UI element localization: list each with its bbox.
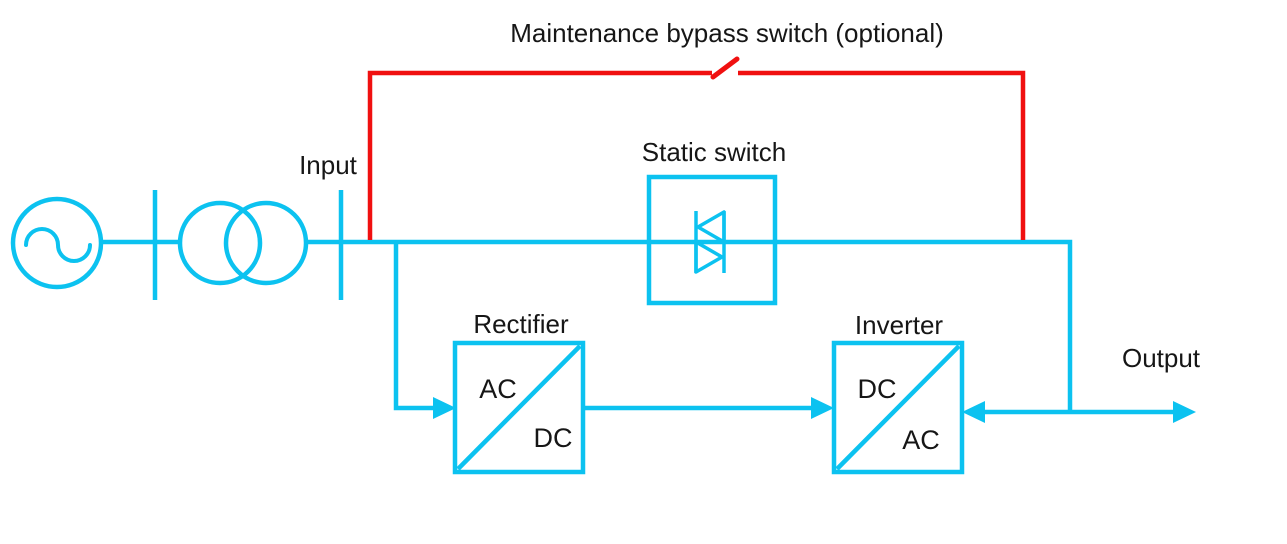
rectifier-box — [452, 340, 586, 475]
inverter-label: Inverter — [855, 310, 943, 340]
output-label: Output — [1122, 343, 1201, 373]
inverter-block: DC AC — [831, 340, 965, 475]
rectifier-input-arrow-icon — [433, 397, 456, 419]
inverter-box — [831, 340, 965, 475]
input-label: Input — [299, 150, 358, 180]
static-switch-box — [646, 174, 778, 306]
inverter-dc-label: DC — [858, 374, 897, 404]
transformer-coil-right — [223, 200, 309, 286]
transformer-icon — [177, 200, 309, 286]
rectifier-block: AC DC — [452, 340, 586, 475]
output-arrow-icon — [1173, 401, 1196, 423]
rectifier-diagonal — [456, 344, 582, 471]
thyristor-pair-icon — [694, 210, 726, 274]
inverter-diagonal — [835, 344, 961, 471]
sine-wave-icon — [24, 227, 92, 263]
inverter-ac-label: AC — [902, 425, 940, 455]
bypass-label: Maintenance bypass switch (optional) — [510, 18, 944, 48]
rectifier-feed-line — [393, 242, 434, 411]
rectifier-ac-label: AC — [479, 374, 517, 404]
rectifier-label: Rectifier — [473, 309, 569, 339]
bypass-line-left — [367, 70, 712, 240]
thyristor-triangle-left — [696, 210, 726, 244]
bypass-line-right — [738, 70, 1026, 240]
ac-source-icon — [10, 196, 104, 290]
bypass-path — [367, 56, 1026, 240]
static-switch-label: Static switch — [642, 137, 787, 167]
bypass-switch-blade-icon — [710, 56, 740, 80]
transformer-coil-left — [177, 200, 263, 286]
main-bus-line — [306, 239, 1073, 412]
inverter-output-arrow-icon — [962, 401, 985, 423]
thyristor-triangle-right — [694, 240, 724, 274]
rectifier-dc-label: DC — [534, 423, 573, 453]
inverter-input-arrow-icon — [811, 397, 834, 419]
static-switch-block — [646, 174, 778, 306]
